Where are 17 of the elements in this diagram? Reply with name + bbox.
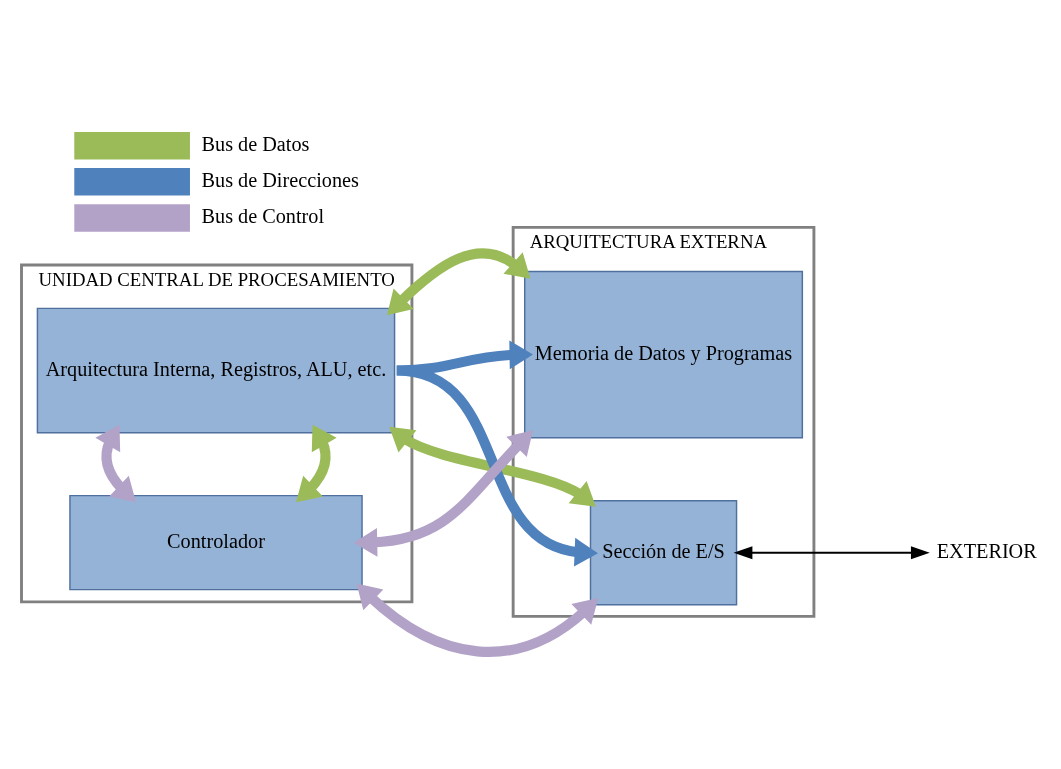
arrow (356, 583, 599, 657)
arrow (733, 546, 930, 560)
arrow (353, 430, 533, 557)
node-box: Memoria de Datos y Programas (524, 270, 804, 439)
arrow (389, 426, 596, 507)
arrow (95, 424, 136, 503)
arrow (396, 365, 599, 567)
arrow (396, 340, 533, 376)
legend-label: Bus de Datos (201, 133, 310, 156)
legend-label: Bus de Control (201, 205, 325, 228)
arrow (386, 248, 531, 316)
node-box: Sección de E/S (589, 499, 738, 606)
arrow (296, 424, 337, 503)
legend-label: Bus de Direcciones (201, 169, 359, 192)
node-box: Arquitectura Interna, Registros, ALU, etc. (36, 307, 396, 434)
node-box: Controlador (69, 494, 363, 591)
node-text: EXTERIOR (936, 540, 1037, 563)
